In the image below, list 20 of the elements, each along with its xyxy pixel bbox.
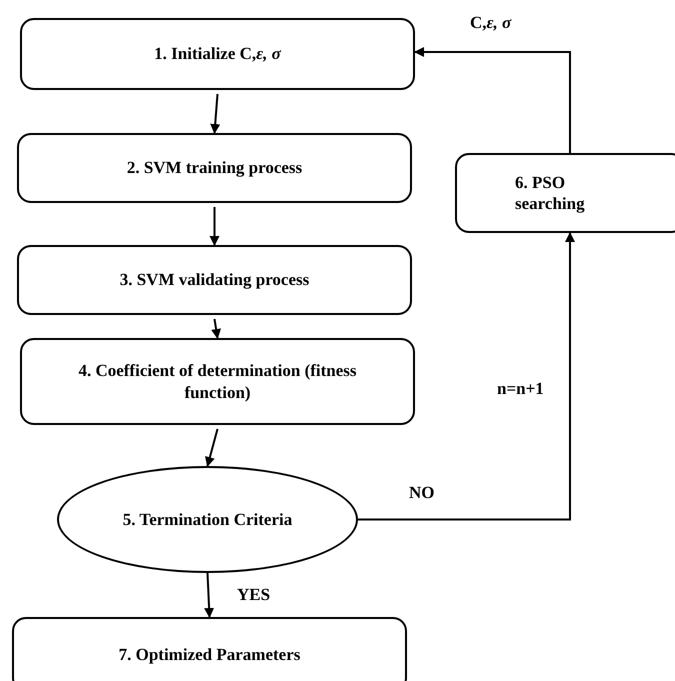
node-text: 5. Termination Criteria xyxy=(122,508,294,530)
process-box xyxy=(12,617,407,681)
arrow xyxy=(414,47,571,153)
node-text: 1. Initialize C,ε, σ xyxy=(153,43,282,65)
node-text: 4. Coefficient of determination (fitness function) xyxy=(77,360,358,403)
process-box xyxy=(20,18,415,90)
node-text: 3. SVM validating process xyxy=(118,269,310,291)
node-text: 2. SVM training process xyxy=(126,157,304,179)
arrow xyxy=(358,232,575,520)
process-box xyxy=(20,338,415,425)
node-text: 7. Optimized Parameters xyxy=(118,644,302,666)
process-box xyxy=(17,133,412,203)
node-text: 6. PSO searching xyxy=(515,172,586,214)
arrow xyxy=(204,572,214,618)
process-box xyxy=(455,153,675,233)
arrow xyxy=(211,318,222,339)
arrow xyxy=(210,207,220,246)
arrow xyxy=(210,94,220,134)
process-box xyxy=(17,245,412,315)
arrow xyxy=(205,428,218,467)
